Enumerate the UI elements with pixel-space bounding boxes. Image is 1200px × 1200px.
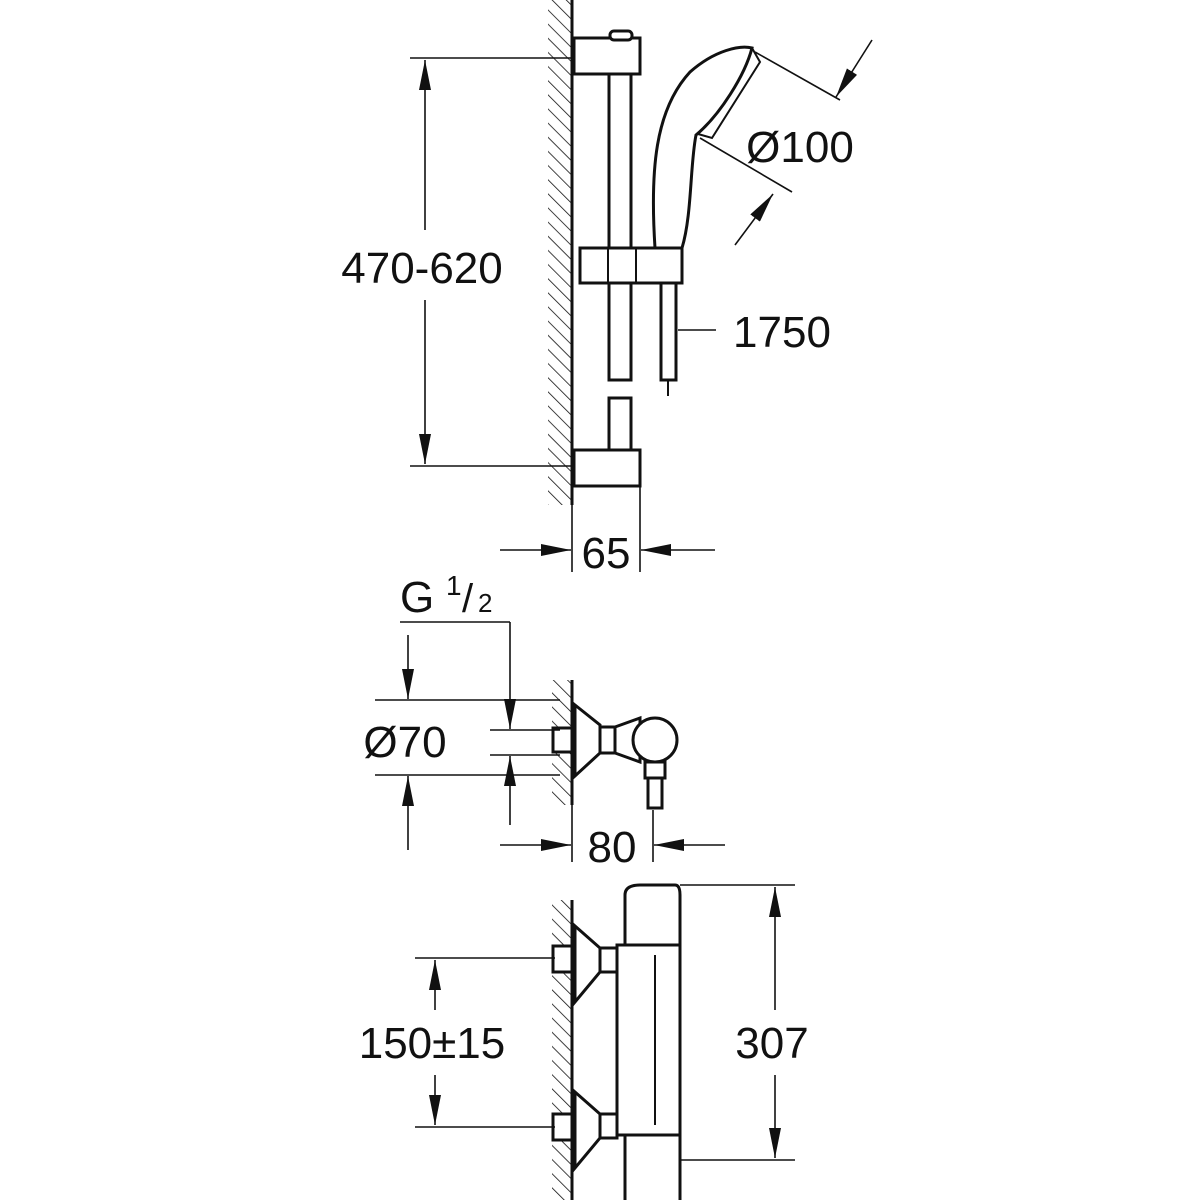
hose bbox=[659, 281, 678, 382]
mixer-body-circle bbox=[631, 716, 679, 764]
mixer-bottom-cap bbox=[623, 1135, 682, 1200]
rail-pole-lower bbox=[607, 396, 633, 452]
mixer-side-view: G 1 / 2 Ø70 80 bbox=[363, 570, 725, 872]
rail-bracket-top bbox=[572, 36, 642, 76]
thread-denominator: 2 bbox=[478, 588, 492, 618]
handshower bbox=[651, 45, 754, 250]
dim-mixer-height: 307 bbox=[735, 1019, 808, 1068]
inlet-nut-top bbox=[551, 944, 574, 974]
rail-slider bbox=[578, 246, 684, 285]
mixer-top-cap bbox=[623, 883, 682, 945]
outlet-fitting bbox=[643, 760, 667, 780]
inlet-nut bbox=[551, 726, 574, 754]
dim-depth: 80 bbox=[588, 823, 637, 872]
thread-numerator: 1 bbox=[446, 570, 462, 601]
bracket-knob bbox=[608, 29, 634, 42]
dim-inlet-centers: 150±15 bbox=[359, 1019, 506, 1068]
escutcheon bbox=[573, 701, 602, 780]
thread-slash: / bbox=[462, 577, 474, 621]
shower-rail-view: 470-620 Ø100 1750 65 bbox=[341, 0, 873, 578]
mixer-body bbox=[615, 943, 682, 1137]
handshower-face bbox=[697, 47, 762, 140]
dim-head-diameter: Ø100 bbox=[746, 123, 854, 172]
wall-hatch bbox=[548, 0, 572, 505]
dim-hose-length: 1750 bbox=[733, 308, 831, 357]
dim-height-range: 470-620 bbox=[341, 244, 502, 293]
union-nut bbox=[598, 725, 617, 755]
dim-wall-offset: 65 bbox=[582, 529, 631, 578]
dim-escutcheon-diameter: Ø70 bbox=[363, 718, 446, 767]
inlet-nut-bottom bbox=[551, 1112, 574, 1142]
mixer-front-view: 150±15 307 bbox=[359, 883, 809, 1200]
rail-bracket-bottom bbox=[572, 448, 642, 488]
rail-pole bbox=[607, 72, 633, 382]
thread-prefix: G bbox=[400, 573, 434, 622]
